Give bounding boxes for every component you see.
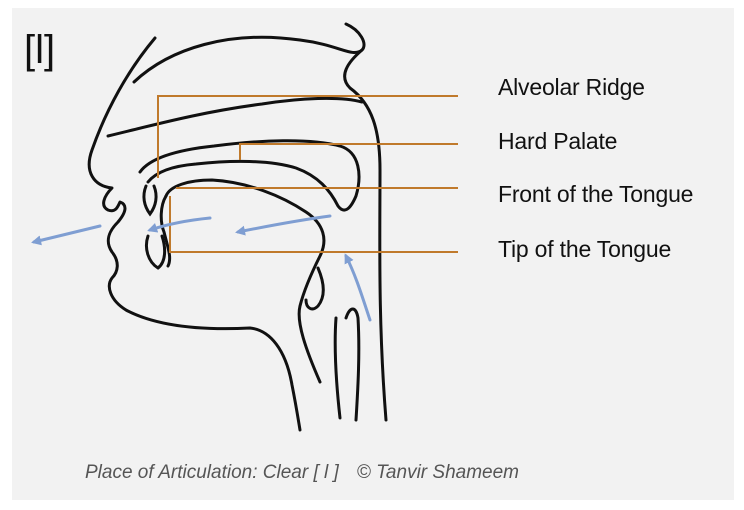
trachea-outline	[346, 309, 359, 420]
lower-teeth	[146, 236, 164, 268]
epiglottis-outline	[306, 268, 323, 309]
airflow-arrow-icon	[34, 226, 100, 242]
leader-line-alveolar-ridge	[158, 96, 458, 178]
pharynx-back-wall	[345, 50, 386, 420]
nasal-cavity-outline	[108, 98, 362, 136]
label-tip-of-tongue: Tip of the Tongue	[498, 236, 671, 263]
airflow-arrow-icon	[238, 216, 330, 232]
leader-line-tip-of-tongue	[170, 196, 458, 252]
caption-text: Place of Articulation: Clear [ l ]	[85, 462, 339, 483]
palate-outline	[140, 141, 359, 210]
label-alveolar-ridge: Alveolar Ridge	[498, 74, 645, 101]
label-front-of-tongue: Front of the Tongue	[498, 181, 693, 208]
tongue-outline	[166, 180, 324, 382]
figure-caption: Place of Articulation: Clear [ l ] © Tanv…	[85, 462, 519, 484]
larynx-outline	[335, 318, 340, 418]
skull-outline	[134, 24, 364, 82]
phonetic-symbol: [l]	[24, 30, 55, 70]
caption-credit: © Tanvir Shameem	[357, 462, 519, 483]
airflow-arrow-icon	[150, 218, 210, 230]
upper-teeth	[144, 186, 156, 214]
label-hard-palate: Hard Palate	[498, 128, 617, 155]
